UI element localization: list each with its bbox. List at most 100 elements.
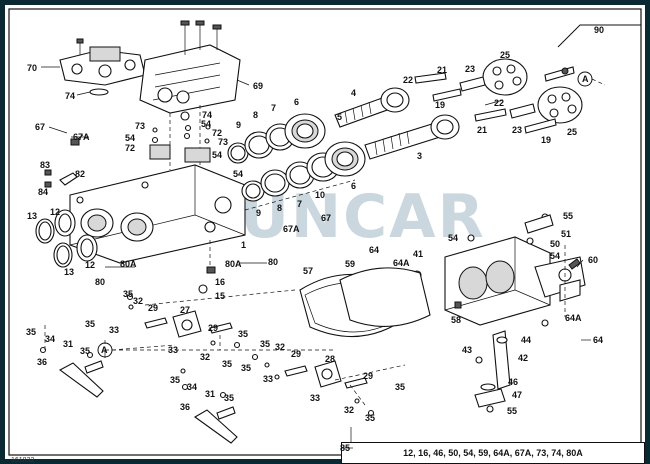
legend-items: 12, 16, 46, 50, 54, 59, 64A, 67A, 73, 74… — [403, 448, 583, 458]
part-label-6: 6 — [294, 97, 299, 107]
part-label-46: 46 — [508, 377, 518, 387]
part-label-32: 32 — [200, 352, 210, 362]
part-label-80: 80 — [268, 257, 278, 267]
bearing-stack-upper — [227, 113, 326, 164]
part-label-35: 35 — [222, 359, 232, 369]
part-label-47: 47 — [512, 390, 522, 400]
part-label-21: 21 — [477, 125, 487, 135]
part-label-23: 23 — [465, 64, 475, 74]
drive-shaft-4 — [334, 87, 410, 128]
rotating-group-upper — [414, 58, 575, 102]
part-label-32: 32 — [133, 296, 143, 306]
part-label-35: 35 — [238, 329, 248, 339]
control-lever-31-left — [39, 346, 104, 398]
part-label-54: 54 — [125, 133, 135, 143]
part-label-80: 80 — [95, 277, 105, 287]
part-label-35: 35 — [224, 393, 234, 403]
part-label-21: 21 — [437, 65, 447, 75]
part-label-54: 54 — [448, 233, 458, 243]
part-label-35: 35 — [260, 339, 270, 349]
part-label-1: 1 — [241, 240, 246, 250]
part-label-8: 8 — [277, 203, 282, 213]
part-label-42: 42 — [518, 353, 528, 363]
plug-fittings-82-84 — [44, 134, 89, 188]
part-label-9: 9 — [236, 120, 241, 130]
rotating-group-lower — [474, 86, 583, 134]
part-label-80a: 80A — [225, 259, 242, 269]
part-label-29: 29 — [363, 371, 373, 381]
part-label-50: 50 — [550, 239, 560, 249]
valve-spool-42 — [474, 330, 511, 413]
part-label-33: 33 — [109, 325, 119, 335]
part-label-44: 44 — [521, 335, 531, 345]
part-label-8: 8 — [253, 110, 258, 120]
part-label-35: 35 — [26, 327, 36, 337]
exploded-view-drawing: SUNCAR — [8, 8, 642, 456]
part-label-19: 19 — [541, 135, 551, 145]
part-label-51: 51 — [561, 229, 571, 239]
part-label-35: 35 — [85, 319, 95, 329]
servo-piston-27 — [144, 310, 233, 338]
part-label-35: 35 — [241, 363, 251, 373]
part-label-64a: 64A — [393, 258, 410, 268]
part-label-58: 58 — [451, 315, 461, 325]
part-label-73: 73 — [135, 121, 145, 131]
figure-id: 161832 — [11, 457, 35, 464]
part-label-80a: 80A — [120, 259, 137, 269]
control-lever-31-bottom — [181, 383, 238, 444]
part-label-41: 41 — [413, 249, 423, 259]
part-label-82: 82 — [75, 169, 85, 179]
part-label-12: 12 — [50, 207, 60, 217]
part-label-69: 69 — [253, 81, 263, 91]
part-label-25: 25 — [567, 127, 577, 137]
part-label-a: A — [101, 345, 108, 355]
part-label-12: 12 — [85, 260, 95, 270]
part-label-27: 27 — [180, 305, 190, 315]
part-label-84: 84 — [38, 187, 48, 197]
part-label-31: 31 — [63, 339, 73, 349]
part-label-54: 54 — [201, 119, 211, 129]
part-label-73: 73 — [218, 137, 228, 147]
part-label-67a: 67A — [73, 132, 90, 142]
main-pump-housing-1 — [69, 164, 356, 267]
part-label-57: 57 — [303, 266, 313, 276]
leader-lines — [41, 66, 591, 450]
part-label-34: 34 — [187, 382, 197, 392]
part-label-31: 31 — [205, 389, 215, 399]
seal-rings-12-13 — [35, 209, 98, 268]
part-label-90: 90 — [594, 25, 604, 35]
part-label-74: 74 — [202, 110, 212, 120]
part-label-55: 55 — [563, 211, 573, 221]
part-label-19: 19 — [435, 100, 445, 110]
part-label-22: 22 — [494, 98, 504, 108]
control-valve-70 — [59, 38, 146, 96]
part-label-83: 83 — [40, 160, 50, 170]
parts-diagram-sheet: SUNCAR — [5, 5, 645, 464]
part-label-54: 54 — [233, 169, 243, 179]
small-bolts-32-35 — [126, 293, 375, 417]
part-label-32: 32 — [344, 405, 354, 415]
part-label-64: 64 — [593, 335, 603, 345]
part-label-13: 13 — [64, 267, 74, 277]
part-label-3: 3 — [417, 151, 422, 161]
part-label-7: 7 — [271, 103, 276, 113]
part-label-6: 6 — [351, 181, 356, 191]
part-label-10: 10 — [315, 190, 325, 200]
part-label-22: 22 — [403, 75, 413, 85]
part-label-5: 5 — [337, 112, 342, 122]
bolts-washers-column — [149, 111, 211, 163]
part-label-25: 25 — [500, 50, 510, 60]
bearing-stack-lower — [241, 141, 366, 202]
part-label-36: 36 — [180, 402, 190, 412]
part-label-74: 74 — [65, 91, 75, 101]
part-label-4: 4 — [351, 88, 356, 98]
part-label-35: 35 — [395, 382, 405, 392]
servo-piston-28 — [284, 360, 368, 389]
filter-element-57-59 — [299, 267, 431, 338]
part-label-35: 35 — [80, 346, 90, 356]
part-label-29: 29 — [148, 303, 158, 313]
part-label-67a: 67A — [283, 224, 300, 234]
part-label-7: 7 — [297, 199, 302, 209]
part-label-33: 33 — [263, 374, 273, 384]
